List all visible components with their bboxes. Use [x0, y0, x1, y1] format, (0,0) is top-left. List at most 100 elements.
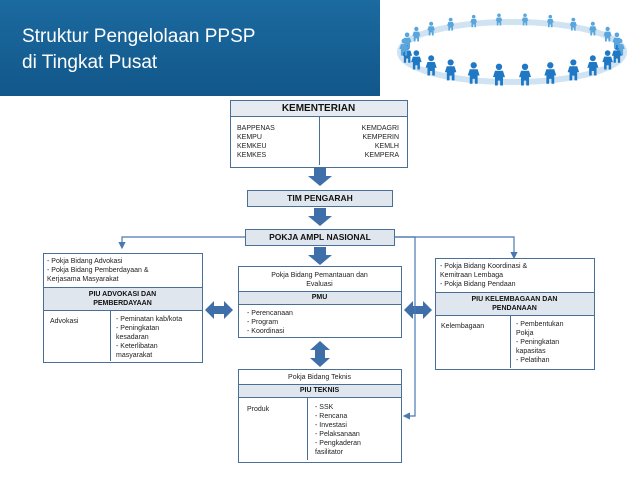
kementerian-item: KEMLH	[374, 143, 399, 150]
text-line: Kerjasama Masyarakat	[47, 276, 119, 283]
person-head	[523, 13, 527, 18]
text-line: Pokja Bidang Pemantauan dan	[271, 272, 368, 279]
person-body	[402, 37, 412, 49]
person-head	[413, 50, 420, 56]
list-item: - Keterlibatan	[116, 343, 158, 350]
person-body	[444, 66, 457, 81]
kementerian-item: KEMPERA	[364, 152, 399, 159]
arrow-pokja-to-center	[308, 247, 332, 265]
person-body	[612, 37, 622, 49]
list-item: - Pengkaderan	[315, 440, 361, 447]
connectors	[118, 168, 518, 420]
person-head	[521, 63, 529, 71]
list-item: - Pembentukan	[516, 321, 564, 328]
list-item: - Pelatihan	[516, 357, 550, 364]
right-items: - Pembentukan Pokja - Peningkatan kapasi…	[516, 320, 563, 365]
line-pokja-left	[118, 236, 245, 250]
person-head	[590, 21, 595, 26]
list-item: kesadaran	[116, 334, 149, 341]
person-head	[605, 26, 610, 32]
center-pokja-text: Pokja Bidang Pemantauan dan Evaluasi	[239, 271, 400, 289]
piu-kelembagaan-header: PIU KELEMBAGAAN DAN PENDANAAN	[434, 292, 595, 316]
left-pokja-text: - Pokja Bidang Advokasi - Pokja Bidang P…	[47, 257, 149, 284]
center-group-box: Pokja Bidang Pemantauan dan Evaluasi PMU…	[237, 266, 402, 338]
text-line: - Pokja Bidang Advokasi	[47, 258, 123, 265]
list-item: masyarakat	[116, 352, 153, 359]
bottom-pokja-text: Pokja Bidang Teknis	[288, 374, 351, 381]
person-head	[470, 62, 477, 69]
pmu-header: PMU	[237, 291, 402, 305]
list-item: Pokja	[516, 330, 534, 337]
person-head	[497, 13, 501, 18]
person-body	[495, 17, 503, 26]
kementerian-left-list: BAPPENAS KEMPU KEMKEU KEMKES	[237, 124, 275, 160]
arrow-center-bottom	[310, 341, 330, 367]
text-line: - Pokja Bidang Koordinasi &	[440, 263, 528, 270]
list-item: - Pelaksanaan	[315, 431, 360, 438]
list-item: - Peminatan kab/kota	[116, 316, 183, 323]
slide-title-line-2: di Tingkat Pusat	[22, 52, 158, 73]
person-head	[589, 55, 596, 62]
person-body	[447, 22, 455, 31]
kementerian-right-list: KEMDAGRI KEMPERIN KEMLH KEMPERA	[362, 124, 399, 160]
person-head	[495, 63, 503, 71]
list-item: - SSK	[315, 404, 334, 411]
person-head	[571, 17, 576, 22]
person-head	[414, 26, 419, 32]
list-item: - Rencana	[315, 413, 348, 420]
text-line: - Pokja Bidang Pendaan	[440, 281, 516, 288]
line-pokja-right	[395, 236, 518, 260]
diagram-canvas: KEMENTERIAN BAPPENAS KEMPU KEMKEU KEMKES…	[40, 98, 600, 468]
person-head	[448, 17, 453, 22]
person-body	[412, 31, 421, 42]
pokja-ampl-box: POKJA AMPL NASIONAL	[245, 229, 395, 246]
people-circle-icon	[397, 13, 627, 86]
person-body	[611, 50, 622, 63]
person-head	[428, 55, 435, 62]
person-body	[492, 70, 505, 86]
kementerian-header: KEMENTERIAN	[229, 99, 408, 117]
person-head	[604, 50, 611, 56]
right-label: Kelembagaan	[441, 323, 485, 330]
list-item: kapasitas	[516, 348, 546, 355]
list-item: - Program	[247, 319, 279, 326]
divider	[510, 316, 511, 368]
right-group-box: - Pokja Bidang Koordinasi & Kemitraan Le…	[434, 258, 595, 370]
arrow-tim-to-pokja	[308, 208, 332, 226]
left-group-box: - Pokja Bidang Advokasi - Pokja Bidang P…	[42, 253, 203, 363]
list-item: - Peningkatan	[116, 325, 160, 332]
kementerian-item: KEMPERIN	[362, 134, 399, 141]
bottom-items: - SSK - Rencana - Investasi - Pelaksanaa…	[315, 403, 361, 457]
person-body	[602, 56, 613, 70]
person-head	[471, 14, 476, 19]
line-pokja-bottom	[395, 236, 416, 420]
left-items: - Peminatan kab/kota - Peningkatan kesad…	[116, 315, 182, 360]
tim-pengarah-box: TIM PENGARAH	[247, 190, 393, 207]
person-head	[548, 14, 553, 19]
list-item: fasilitator	[315, 449, 344, 456]
left-label: Advokasi	[50, 318, 79, 325]
list-item: - Peningkatan	[516, 339, 560, 346]
divider	[307, 398, 308, 460]
kementerian-item: KEMKES	[237, 152, 267, 159]
person-head	[570, 59, 577, 66]
person-body	[470, 18, 478, 28]
arrow-center-right	[404, 301, 432, 319]
divider	[110, 311, 111, 361]
kementerian-box: KEMENTERIAN BAPPENAS KEMPU KEMKEU KEMKES…	[229, 99, 408, 168]
person-body	[521, 17, 529, 26]
piu-teknis-header: PIU TEKNIS	[237, 384, 402, 398]
person-body	[569, 22, 577, 31]
text-line: Evaluasi	[306, 281, 333, 288]
text-line: PENDANAAN	[492, 305, 537, 312]
list-item: - Perencanaan	[247, 310, 293, 317]
list-item: - Koordinasi	[247, 328, 285, 335]
person-head	[404, 32, 410, 38]
person-body	[567, 66, 580, 81]
kementerian-item: KEMDAGRI	[361, 125, 399, 132]
slide-title-line-1: Struktur Pengelolaan PPSP	[22, 26, 256, 47]
bottom-label: Produk	[247, 406, 270, 413]
person-body	[519, 70, 532, 86]
divider	[319, 117, 320, 165]
text-line: Kemitraan Lembaga	[440, 272, 504, 279]
